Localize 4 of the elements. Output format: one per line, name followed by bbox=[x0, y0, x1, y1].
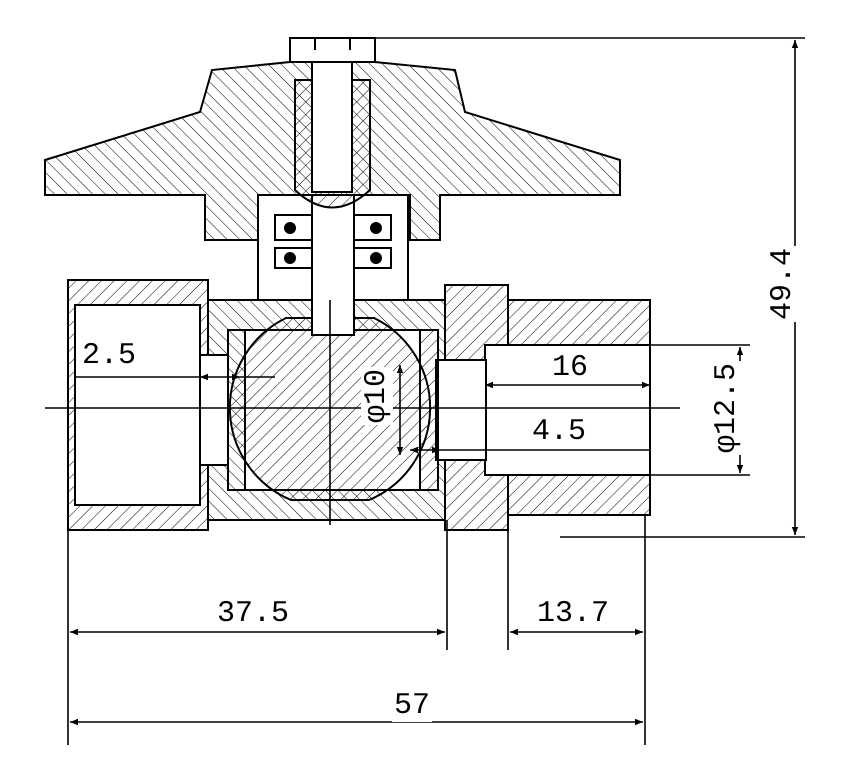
dimension-text: φ10 bbox=[361, 367, 393, 425]
dimension-text: 57 bbox=[392, 690, 432, 722]
dimension-text: 49.4 bbox=[767, 246, 799, 322]
dimension-text: φ12.5 bbox=[711, 361, 743, 455]
